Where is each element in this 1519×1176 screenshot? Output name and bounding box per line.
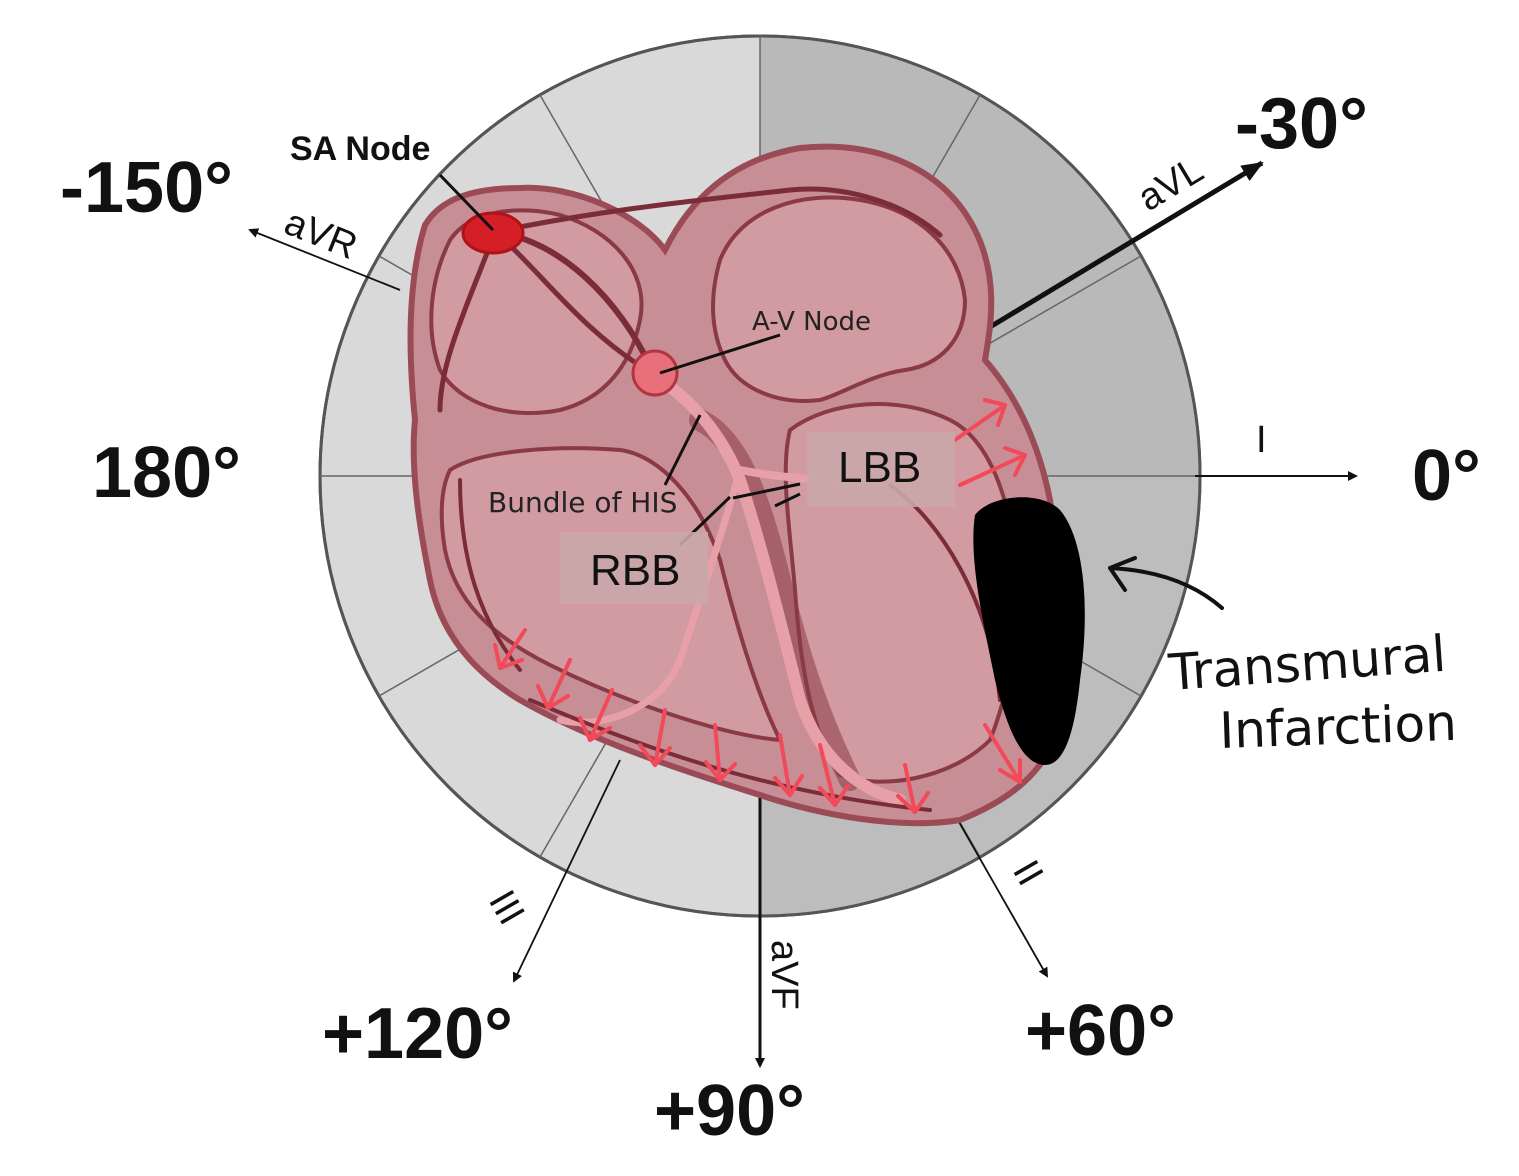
av-node <box>633 351 677 395</box>
rbb-label: RBB <box>590 546 680 595</box>
angle-minus150-label: -150° <box>60 148 233 228</box>
lead-ii-label: II <box>1004 854 1051 893</box>
sa-node <box>463 213 523 253</box>
av-node-label: A-V Node <box>752 307 871 337</box>
lbb-label: LBB <box>838 443 921 492</box>
annotation-infarction: Infarction <box>1218 694 1457 760</box>
sa-node-label: SA Node <box>290 130 430 168</box>
bundle-of-his-label: Bundle of HIS <box>488 486 677 519</box>
angle-0-label: 0° <box>1412 436 1481 516</box>
lead-i-label: I <box>1256 419 1267 461</box>
angle-plus90-label: +90° <box>654 1071 805 1151</box>
angle-180-label: 180° <box>92 433 241 513</box>
angle-plus60-label: +60° <box>1025 991 1176 1071</box>
lead-iii-label: III <box>480 884 532 932</box>
lead-avf-label: aVF <box>763 940 805 1010</box>
annotation-transmural: Transmural <box>1166 625 1448 702</box>
angle-minus30-label: -30° <box>1235 84 1368 164</box>
lead-avl-label: aVL <box>1131 149 1211 220</box>
angle-plus120-label: +120° <box>322 994 513 1074</box>
